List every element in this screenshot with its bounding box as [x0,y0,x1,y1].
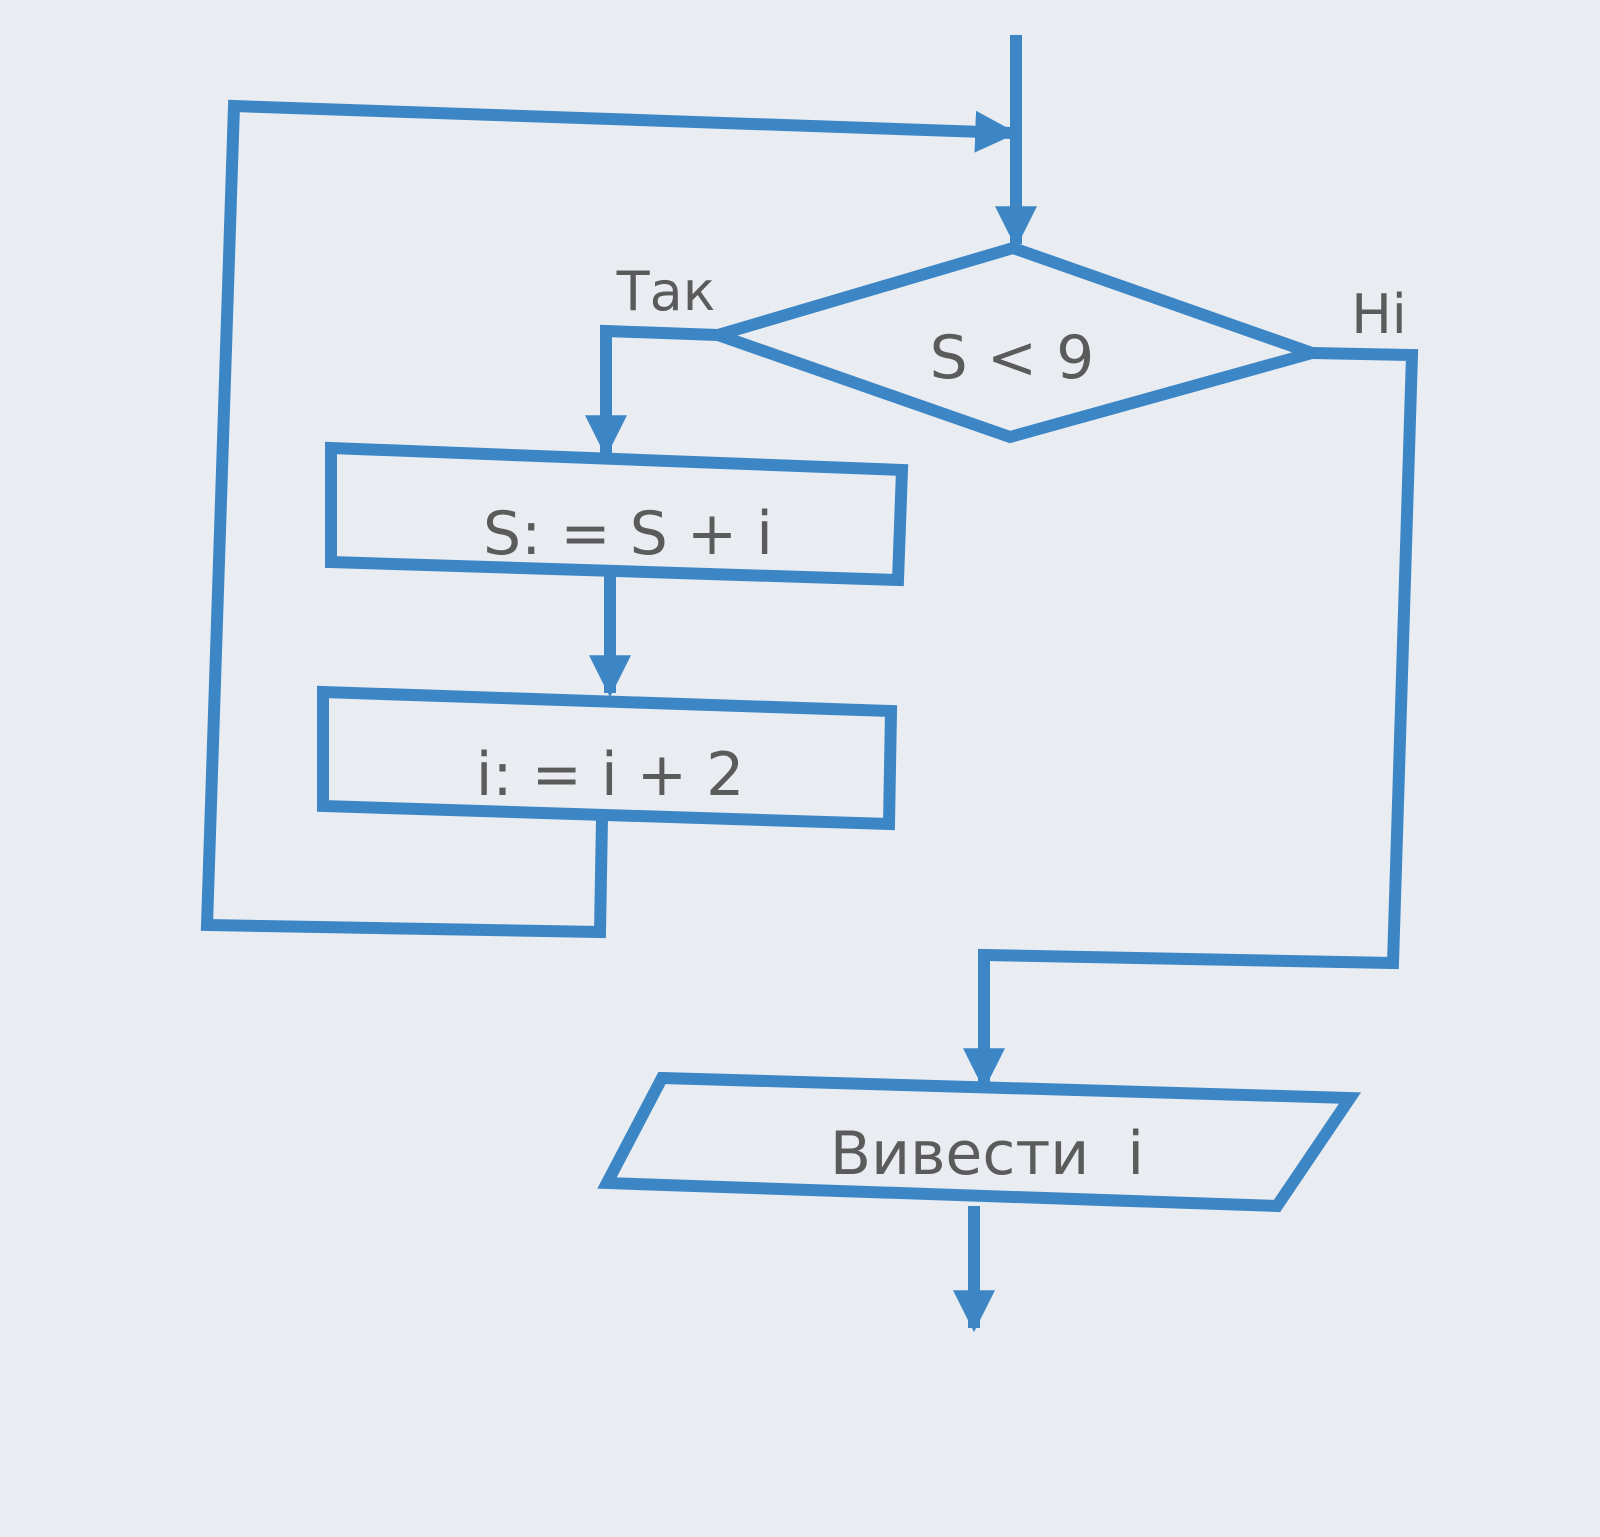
process-2-label: i: = i + 2 [476,740,745,810]
decision-condition-label: S < 9 [930,323,1095,393]
yes-branch-line [585,324,719,458]
process-block-1 [325,441,909,587]
output-label: Вивести i [830,1119,1144,1189]
yes-branch-label: Так [616,260,716,323]
process-block-2 [317,685,898,831]
no-branch-line [963,347,1419,1091]
no-branch-label: Ні [1351,283,1407,346]
process-1-label: S: = S + i [483,499,773,569]
decision-diamond [698,241,1333,444]
loop-back-line [200,99,1018,939]
output-parallelogram [597,1071,1362,1213]
